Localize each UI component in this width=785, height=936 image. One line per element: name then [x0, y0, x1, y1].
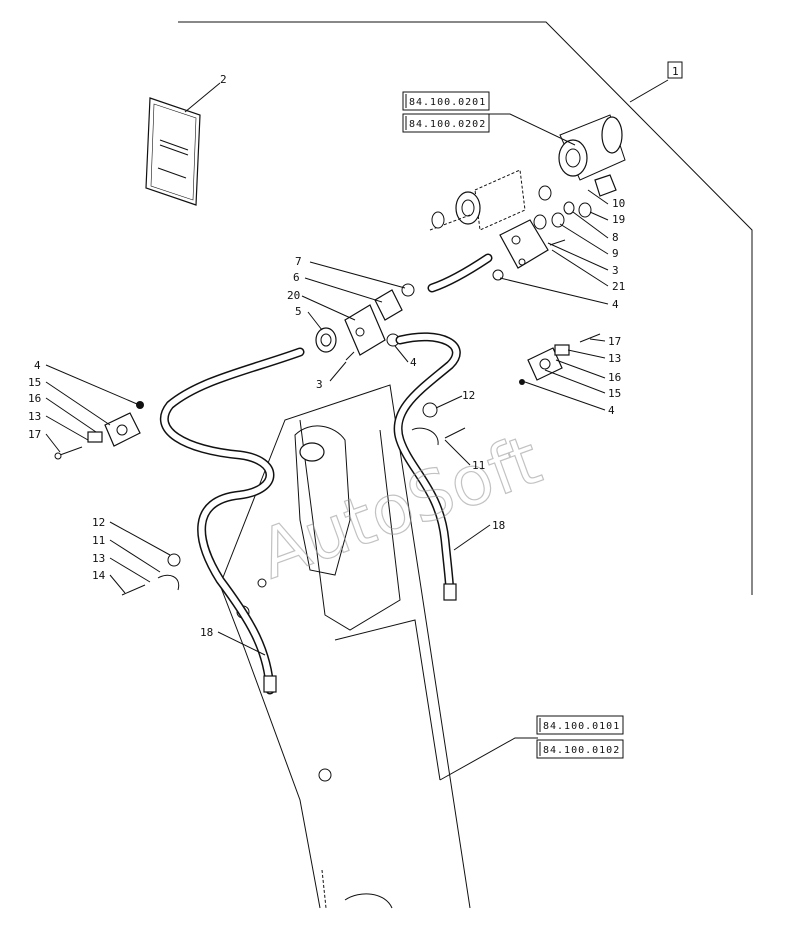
callout-3: 3: [316, 378, 323, 391]
callout-20: 20: [287, 289, 300, 302]
callout-6: 6: [293, 271, 300, 284]
callout-labels: 2 10 19 8 9 3 21 4 7 6 20 5 4 3 17 13 16…: [28, 73, 625, 639]
long-hose-right: [393, 332, 461, 601]
callout-16: 16: [28, 392, 41, 405]
callout-2: 2: [220, 73, 227, 86]
clamp-assembly-left: [54, 401, 144, 460]
ref-box-top-2[interactable]: 84.100.0202: [402, 113, 490, 133]
callout-4: 4: [34, 359, 41, 372]
callout-14: 14: [92, 569, 106, 582]
callout-15: 15: [28, 376, 41, 389]
callout-19: 19: [612, 213, 625, 226]
ref-box-bottom-1[interactable]: 84.100.0101: [536, 715, 624, 735]
ref-box-bottom-2[interactable]: 84.100.0102: [536, 739, 624, 759]
clamp-assembly-right: [519, 333, 601, 385]
long-hose-left: [159, 347, 305, 695]
callout-4: 4: [410, 356, 417, 369]
ref-box-top-1[interactable]: 84.100.0201: [402, 91, 490, 111]
callout-10: 10: [612, 197, 625, 210]
callout-5: 5: [295, 305, 302, 318]
ref-label: 84.100.0101: [543, 721, 620, 732]
manual-decal: [145, 97, 201, 206]
fitting-cluster-center: [315, 283, 415, 361]
callout-13: 13: [92, 552, 105, 565]
p-clip-upper: [411, 402, 466, 446]
ref-label: 84.100.0202: [409, 119, 486, 130]
callout-17: 17: [608, 335, 621, 348]
callout-17: 17: [28, 428, 41, 441]
callout-12: 12: [462, 389, 475, 402]
section-tag[interactable]: 1: [629, 61, 683, 103]
section-tag-label: 1: [672, 65, 679, 78]
callout-15: 15: [608, 387, 621, 400]
p-clip-lower: [121, 553, 181, 596]
ref-label: 84.100.0102: [543, 745, 620, 756]
callout-13: 13: [28, 410, 41, 423]
callout-18: 18: [492, 519, 505, 532]
callout-4: 4: [612, 298, 619, 311]
callout-12: 12: [92, 516, 105, 529]
callout-11: 11: [472, 459, 485, 472]
callout-11: 11: [92, 534, 105, 547]
callout-16: 16: [608, 371, 621, 384]
short-hose: [427, 253, 493, 293]
callout-3: 3: [612, 264, 619, 277]
callout-21: 21: [612, 280, 625, 293]
ref-label: 84.100.0201: [409, 97, 486, 108]
hydraulic-cylinder: [429, 114, 626, 231]
callout-9: 9: [612, 247, 619, 260]
leader-lines: [45, 82, 609, 781]
callout-8: 8: [612, 231, 619, 244]
section-border: [178, 21, 753, 595]
callout-7: 7: [295, 255, 302, 268]
callout-4: 4: [608, 404, 615, 417]
callout-18: 18: [200, 626, 213, 639]
callout-13: 13: [608, 352, 621, 365]
fitting-cluster-right: [492, 174, 617, 281]
